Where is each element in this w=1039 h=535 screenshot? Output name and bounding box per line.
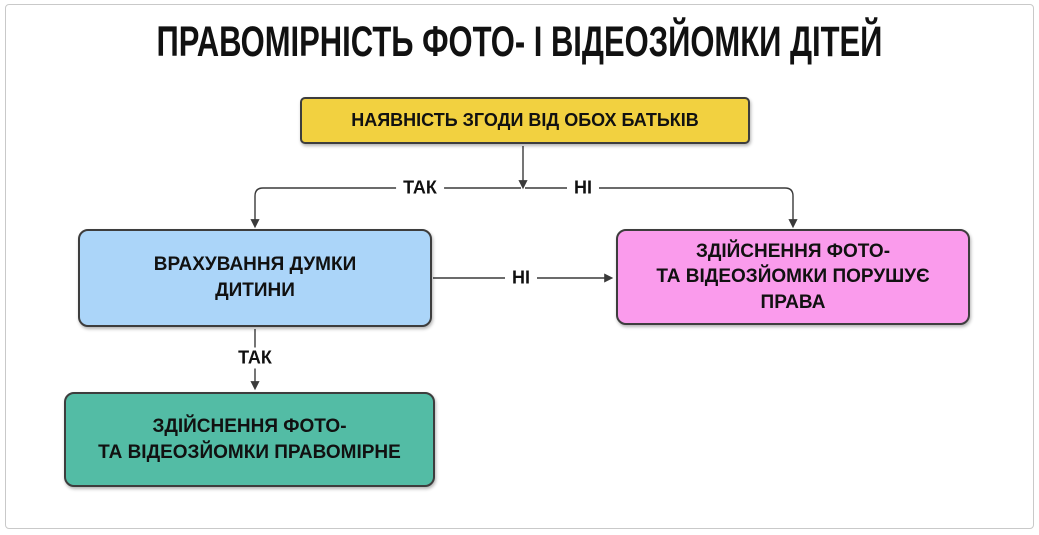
edge-label-opinion-no: НІ <box>505 267 537 289</box>
edge-consent-yes-line <box>250 187 521 229</box>
node-child-opinion: ВРАХУВАННЯ ДУМКИ ДИТИНИ <box>78 229 432 327</box>
edge-label-consent-yes: ТАК <box>396 177 444 199</box>
edge-label-opinion-yes: ТАК <box>231 347 279 369</box>
node-parental-consent: НАЯВНІСТЬ ЗГОДИ ВІД ОБОХ БАТЬКІВ <box>300 97 750 144</box>
edge-label-consent-no: НІ <box>567 177 599 199</box>
edge-consent-no-line <box>525 187 798 229</box>
diagram-title: ПРАВОМІРНІСТЬ ФОТО- І ВІДЕОЗЙОМКИ ДІТЕЙ <box>156 18 883 66</box>
node-violates-rights: ЗДІЙСНЕННЯ ФОТО- ТА ВІДЕОЗЙОМКИ ПОРУШУЄ … <box>616 229 970 325</box>
node-lawful: ЗДІЙСНЕННЯ ФОТО- ТА ВІДЕОЗЙОМКИ ПРАВОМІР… <box>64 392 435 487</box>
